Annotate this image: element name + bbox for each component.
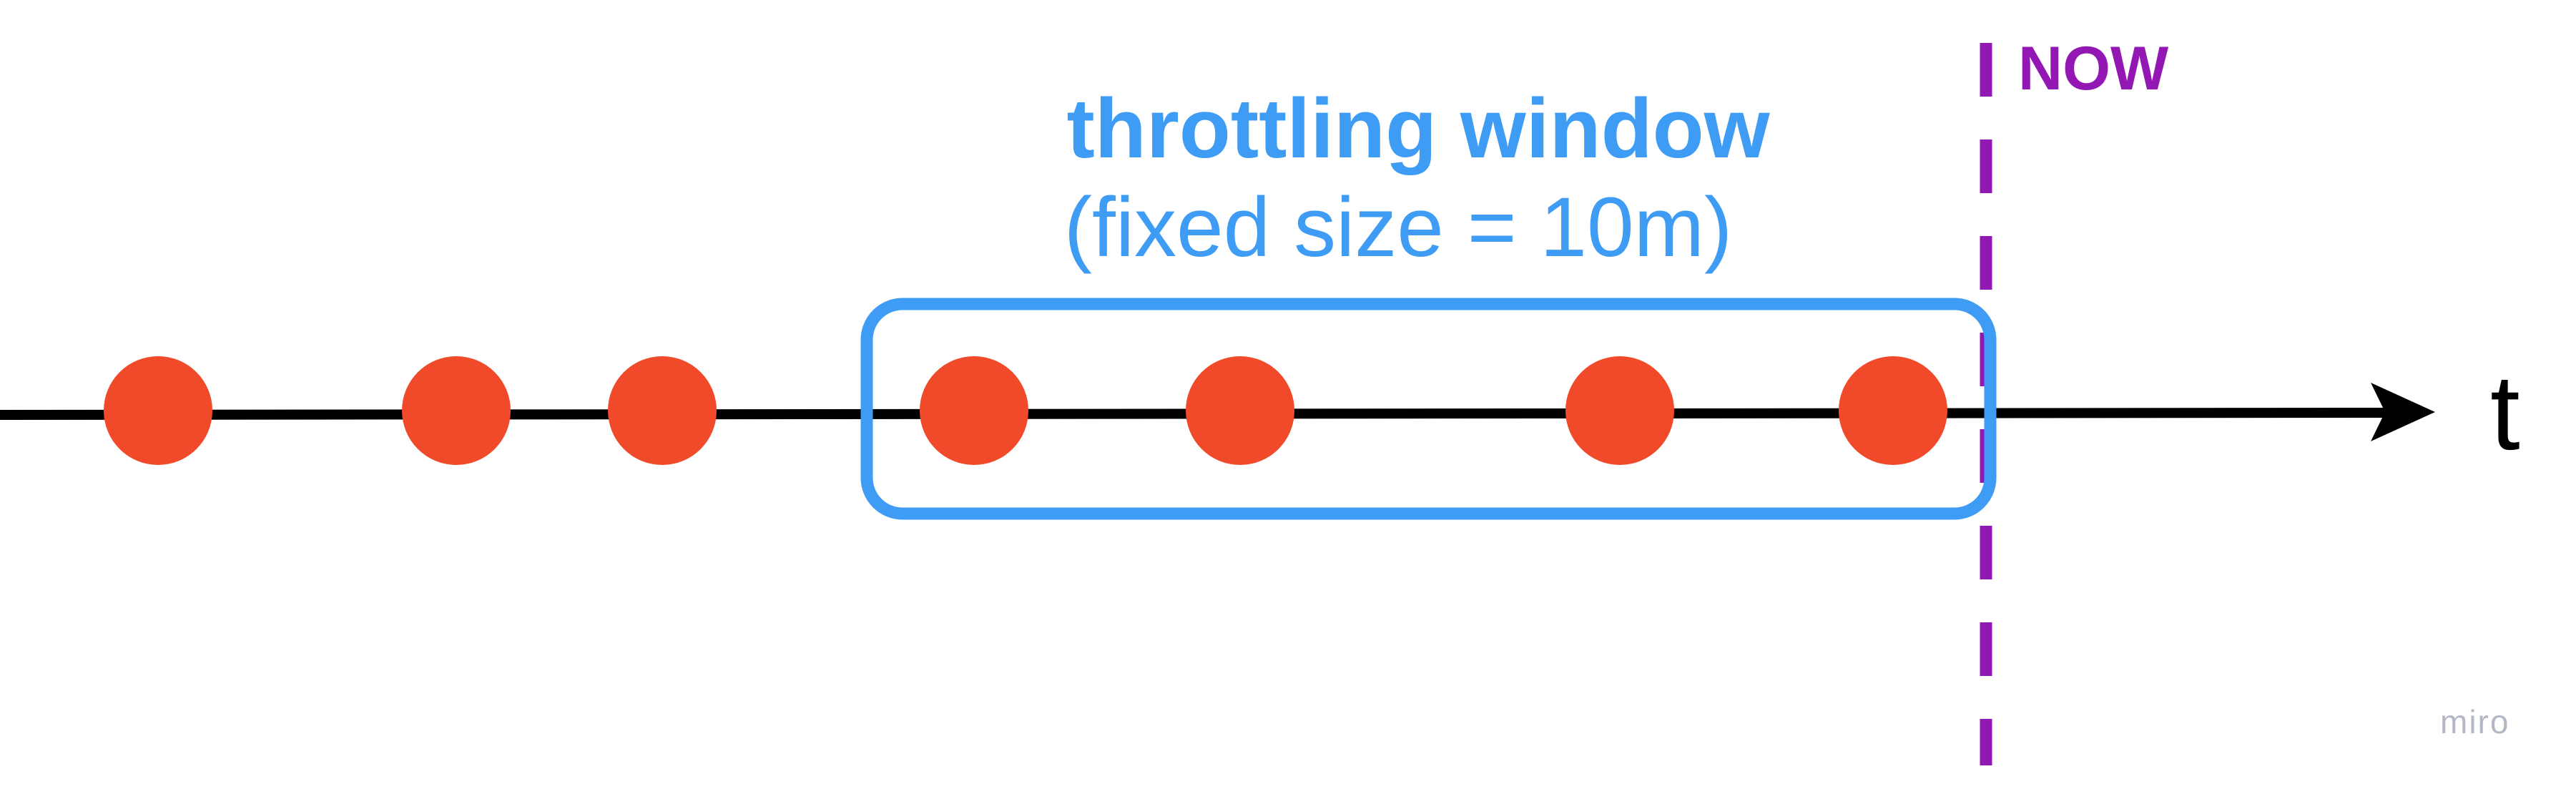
event-dot-in-window <box>920 356 1028 465</box>
event-dot <box>402 356 511 465</box>
events <box>104 356 1947 465</box>
event-dot-in-window <box>1565 356 1674 465</box>
axis-label: t <box>2490 352 2520 472</box>
window-subtitle: (fixed size = 10m) <box>1064 180 1733 275</box>
event-dot <box>608 356 717 465</box>
throttling-window-box <box>860 298 1997 520</box>
window-title: throttling window <box>1066 82 1770 176</box>
time-axis-arrowhead <box>2371 383 2435 441</box>
miro-watermark: miro <box>2440 703 2509 740</box>
event-dot-in-window <box>1186 356 1294 465</box>
event-dot-in-window <box>1839 356 1947 465</box>
event-dot <box>104 356 212 465</box>
now-label: NOW <box>2018 34 2169 103</box>
